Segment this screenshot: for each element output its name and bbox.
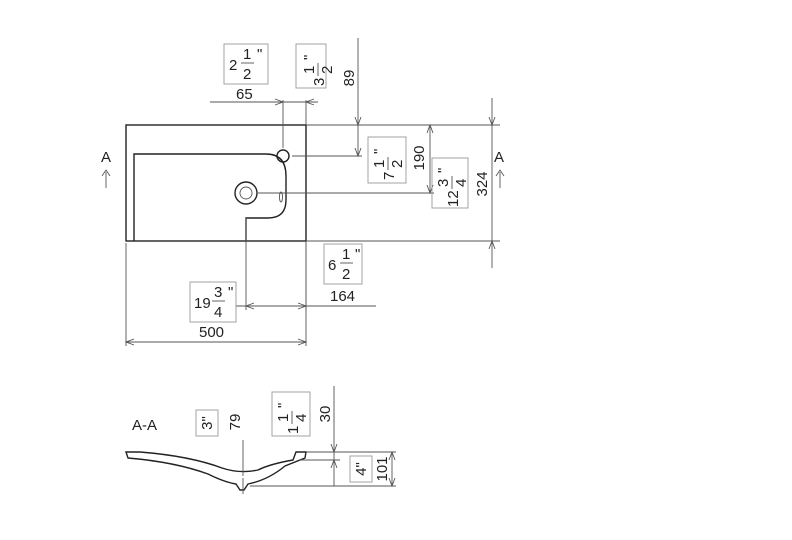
dim-right-offset-den: 2: [342, 266, 350, 283]
dim-drain-from-back-whole: 7: [381, 172, 398, 180]
basin-bowl: [133, 153, 287, 241]
dim-rim-height-whole: 1: [285, 426, 302, 434]
dim-tap-from-back-whole: 3: [311, 78, 328, 86]
dim-total-height-in: 4": [353, 462, 370, 476]
dim-drain-from-back-unit: ": [371, 149, 388, 154]
plan-view: A A 65 2 1 2 " 89 3 1 2: [101, 38, 505, 346]
dim-tap-offset-unit: ": [257, 46, 262, 63]
dim-depth-whole: 12: [445, 190, 462, 207]
dim-tap-offset: 65: [236, 86, 253, 103]
dim-right-offset: 164: [330, 288, 355, 305]
dim-rim-height-den: 4: [293, 414, 310, 422]
dim-drain-from-back-num: 1: [371, 160, 388, 168]
dim-width-num: 3: [214, 284, 222, 301]
section-marker-left: A: [101, 149, 111, 166]
dim-tap-from-back-den: 2: [319, 66, 336, 74]
dim-right-offset-unit: ": [355, 246, 360, 263]
dim-total-height: 101: [374, 456, 391, 481]
tap-hole: [276, 149, 290, 163]
dim-right-offset-num: 1: [342, 246, 350, 263]
dim-width: 500: [199, 324, 224, 341]
dim-bowl-depth-in: 3": [199, 416, 216, 430]
drain-outer: [234, 181, 258, 205]
dim-rim-height: 30: [317, 406, 334, 423]
dim-width-den: 4: [214, 304, 222, 321]
dim-right-offset-whole: 6: [328, 257, 336, 274]
basin-profile: [125, 451, 307, 491]
dim-rim-height-unit: ": [275, 403, 292, 408]
dim-tap-offset-den: 2: [243, 66, 251, 83]
dim-tap-offset-whole: 2: [229, 57, 237, 74]
dim-depth: 324: [474, 171, 491, 196]
dim-drain-from-back: 190: [411, 145, 428, 170]
basin-outline: [125, 124, 307, 242]
dim-depth-num: 3: [435, 179, 452, 187]
section-arrow-right: [495, 169, 505, 188]
section-arrow-left: [101, 169, 111, 188]
dim-tap-from-back: 89: [341, 70, 358, 87]
dim-tap-from-back-num: 1: [301, 66, 318, 74]
dim-rim-height-num: 1: [275, 414, 292, 422]
dim-drain-from-back-den: 2: [389, 160, 406, 168]
section-title: A-A: [132, 417, 157, 434]
dim-width-unit: ": [228, 284, 233, 301]
dim-depth-den: 4: [453, 179, 470, 187]
dim-depth-unit: ": [435, 168, 452, 173]
section-marker-right: A: [494, 149, 504, 166]
section-view: A-A 79 3" 30 1 1 4 " 101 4": [125, 386, 396, 494]
dim-bowl-depth: 79: [227, 414, 244, 431]
drain-inner: [239, 186, 253, 200]
overflow-slot: [279, 191, 283, 203]
dim-tap-offset-num: 1: [243, 46, 251, 63]
dim-tap-from-back-unit: ": [301, 55, 318, 60]
dim-width-whole: 19: [194, 295, 211, 312]
